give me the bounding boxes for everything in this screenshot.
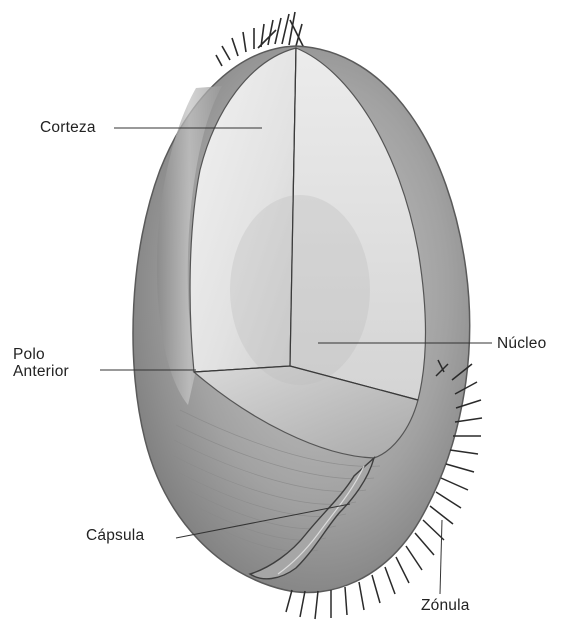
label-corteza: Corteza xyxy=(40,119,96,136)
nucleus-shade xyxy=(230,195,370,385)
label-polo-line1: Polo xyxy=(13,346,69,363)
label-polo-line2: Anterior xyxy=(13,363,69,380)
label-capsula: Cápsula xyxy=(86,527,144,544)
label-nucleo: Núcleo xyxy=(497,335,546,352)
label-polo-anterior: Polo Anterior xyxy=(13,346,69,380)
leader-zonula xyxy=(440,520,442,594)
label-zonula: Zónula xyxy=(421,597,470,614)
